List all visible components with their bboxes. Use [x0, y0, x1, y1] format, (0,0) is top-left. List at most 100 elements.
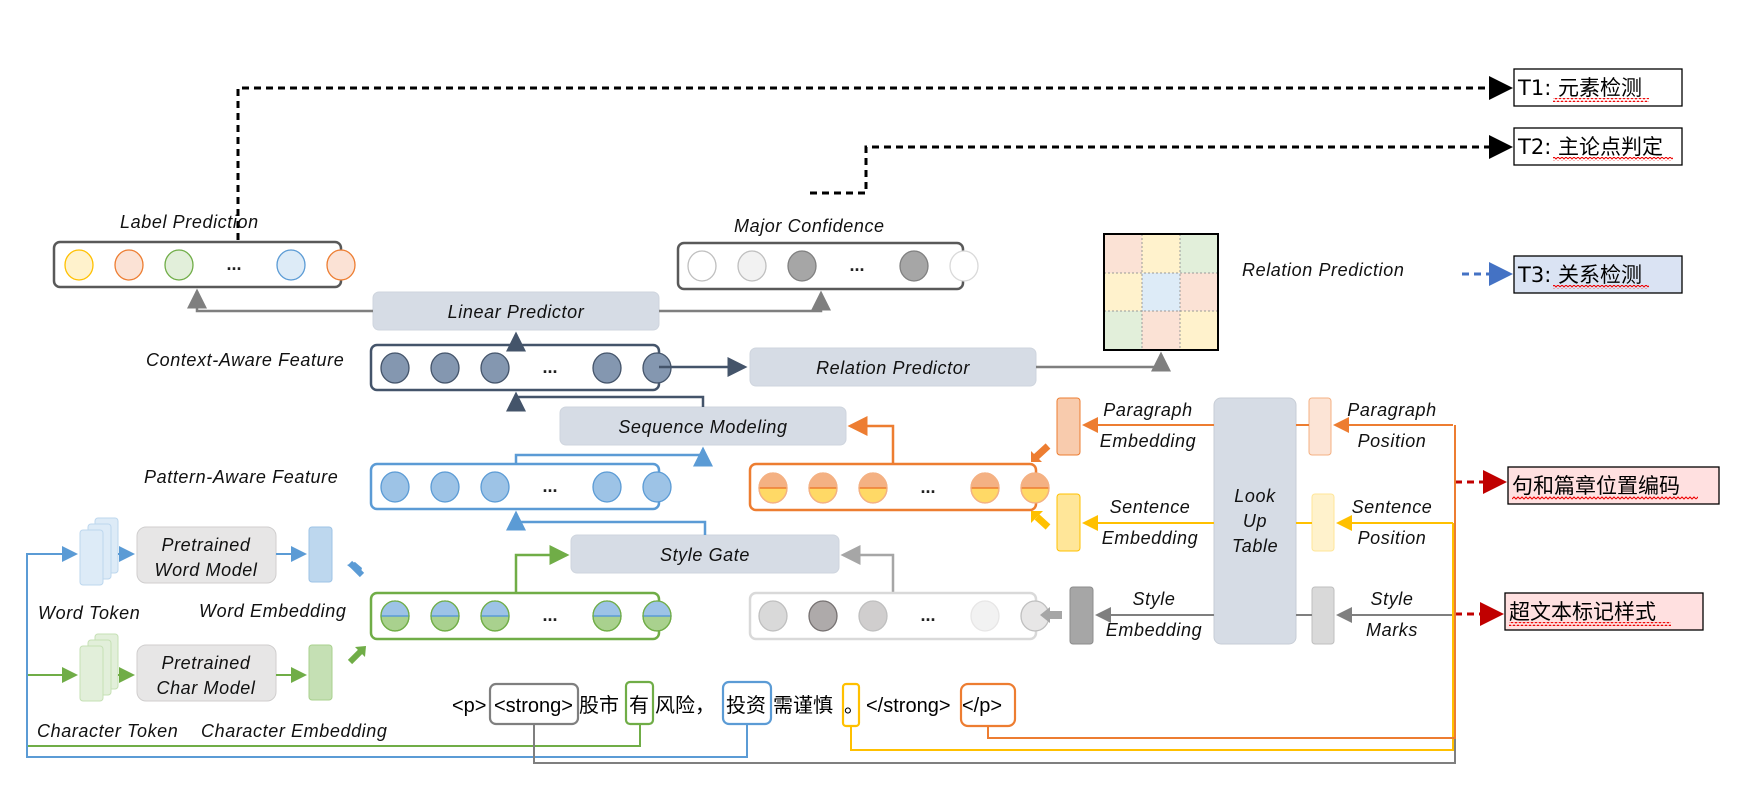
feature-node: [380, 352, 410, 384]
node-outline: [380, 600, 410, 632]
feature-node: [430, 352, 460, 384]
token-strong-open: <strong>: [494, 695, 573, 717]
node-outline: [430, 600, 460, 632]
route-paragraph-position: [987, 425, 1456, 739]
ellipsis: ...: [920, 477, 935, 497]
sentence-position-label-1: Sentence: [1352, 497, 1433, 517]
style-marks-label-1: Style: [1370, 589, 1413, 609]
character-token-label: Character Token: [37, 721, 178, 741]
arrow-to-label-prediction: [187, 288, 373, 313]
paragraph-embedding-label-2: Embedding: [1100, 431, 1196, 451]
char-embedding-block: [308, 644, 333, 701]
context-aware-nodes: ...: [380, 352, 672, 384]
paragraph-merge-arrow-icon: [1031, 451, 1042, 462]
style-feature-nodes: ...: [758, 600, 1050, 632]
token-you: 有: [629, 694, 649, 717]
style-marks-label-2: Marks: [1366, 620, 1418, 640]
major-confidence-title: Major Confidence: [734, 216, 885, 236]
sentence-embedding-label-2: Embedding: [1102, 528, 1198, 548]
context-aware-feature-title: Context-Aware Feature: [146, 350, 344, 370]
node-outline: [758, 472, 788, 504]
token-p-open: <p>: [452, 695, 486, 717]
ellipsis: ...: [542, 476, 557, 496]
node-outline: [858, 472, 888, 504]
token-gushi: 股市: [579, 694, 619, 717]
ellipsis: ...: [920, 605, 935, 625]
feature-node: [949, 250, 979, 282]
sentence-position-block: [1311, 493, 1335, 552]
arrow-position-to-sequence: [847, 416, 895, 464]
position-encoding-label: 句和篇章位置编码: [1512, 474, 1680, 498]
token-touzi: 投资: [726, 694, 766, 717]
feature-node: [642, 471, 672, 503]
paragraph-embedding-label-1: Paragraph: [1103, 400, 1192, 420]
pretrained-word-model-line1: Pretrained: [161, 535, 250, 555]
task-t1-box: T1: 元素检测: [1513, 68, 1683, 107]
label-prediction-title: Label Prediction: [120, 212, 259, 232]
char-merge-arrow-icon: [355, 646, 366, 657]
arrow-to-relation-matrix: [1036, 351, 1171, 372]
position-encoding-note: 句和篇章位置编码: [1507, 466, 1720, 505]
task-t2-label: T2: 主论点判定: [1517, 135, 1663, 159]
feature-node-top: [759, 473, 787, 488]
route-sentence-position: [850, 523, 1454, 751]
word-embedding-block: [308, 526, 333, 583]
ellipsis: ...: [542, 357, 557, 377]
linear-predictor-label: Linear Predictor: [448, 302, 585, 322]
feature-node: [687, 250, 717, 282]
spellcheck-underline: [1509, 622, 1671, 626]
look-up-table-line3: Table: [1232, 536, 1278, 556]
spellcheck-underline: [1512, 496, 1698, 500]
word-merge-arrow-shaft: [347, 560, 365, 578]
sentence-position-label-2: Position: [1358, 528, 1427, 548]
feature-node: [276, 249, 306, 281]
sentence-merge-arrow-icon: [1031, 511, 1043, 523]
style-embedding-label-2: Embedding: [1106, 620, 1202, 640]
feature-node: [480, 352, 510, 384]
arrow-style-to-style-gate: [840, 545, 895, 593]
token-embedding-nodes: ...: [380, 600, 672, 632]
feature-node-top: [431, 601, 459, 616]
relation-prediction-title: Relation Prediction: [1242, 260, 1404, 280]
token-p-close: </p>: [962, 695, 1002, 717]
sentence-embedding-label-1: Sentence: [1110, 497, 1191, 517]
character-embedding-label: Character Embedding: [201, 721, 388, 741]
pretrained-char-model-line1: Pretrained: [161, 653, 250, 673]
task-t3-box: T3: 关系检测: [1513, 255, 1683, 294]
char-token-stack: [79, 633, 119, 702]
node-outline: [480, 600, 510, 632]
feature-node: [970, 600, 1000, 632]
feature-node-top: [593, 601, 621, 616]
paragraph-position-block: [1308, 397, 1332, 456]
feature-node: [326, 249, 356, 281]
input-html-sentence: <p> <strong> 股市 有 风险， 投资 需谨慎 。 </strong>…: [452, 680, 1017, 728]
feature-node-top: [809, 473, 837, 488]
feature-node: [787, 250, 817, 282]
sentence-merge-arrow-shaft: [1034, 514, 1051, 530]
feature-node: [808, 600, 838, 632]
feature-node-top: [381, 601, 409, 616]
dashed-connector-t1: [236, 76, 1513, 288]
feature-node: [480, 471, 510, 503]
paragraph-merge-arrow-shaft: [1033, 443, 1051, 460]
pretrained-char-model-line2: Char Model: [156, 678, 255, 698]
feature-node: [858, 600, 888, 632]
arrow-embedding-to-style-gate: [514, 545, 570, 593]
paragraph-position-label-2: Position: [1358, 431, 1427, 451]
word-embedding-label: Word Embedding: [199, 601, 346, 621]
paragraph-position-label-1: Paragraph: [1347, 400, 1436, 420]
position-feature-nodes: ...: [758, 472, 1050, 504]
node-outline: [808, 472, 838, 504]
look-up-table: [1213, 397, 1297, 645]
sentence-embedding-block: [1056, 493, 1081, 552]
relation-matrix: [1103, 233, 1219, 351]
feature-node: [380, 471, 410, 503]
feature-node-top: [1021, 473, 1049, 488]
markup-style-label: 超文本标记样式: [1509, 600, 1656, 624]
relation-predictor-label: Relation Predictor: [816, 358, 970, 378]
look-up-table-line2: Up: [1243, 511, 1267, 531]
ellipsis: ...: [849, 255, 864, 275]
arrow-to-major-confidence: [659, 290, 831, 313]
feature-node: [114, 249, 144, 281]
style-embedding-block: [1069, 586, 1094, 645]
